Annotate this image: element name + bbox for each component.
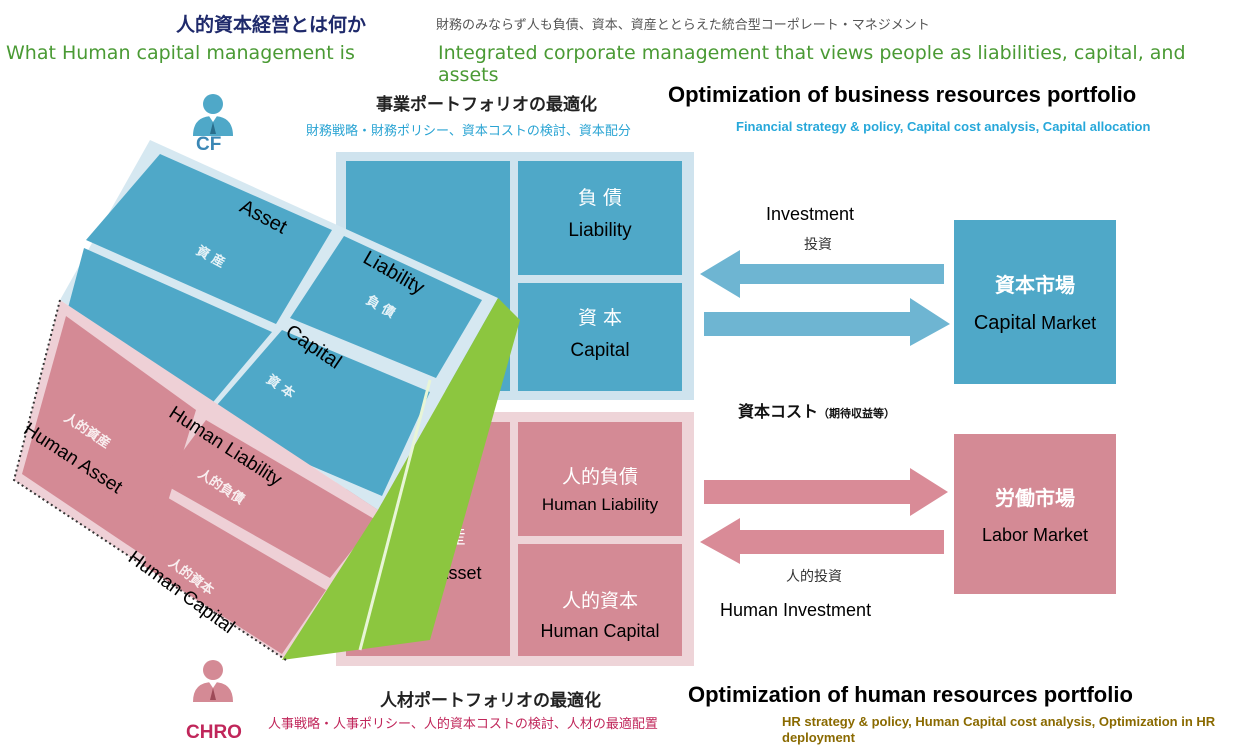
page-title-en: What Human capital management is — [6, 42, 355, 64]
human-flow-arrows — [700, 468, 948, 564]
capital-market-en-a: Capital — [973, 312, 1037, 334]
capital-cost-note: （期待収益等） — [818, 407, 896, 420]
capital-cost-label-jp: 資本コスト — [738, 402, 819, 421]
human-investment-label-en: Human Investment — [720, 600, 872, 620]
human-capital-cell-jp: 人的資本 — [561, 590, 638, 612]
business-heading-en: Optimization of business resources portf… — [668, 82, 1137, 107]
capital-cost-arrow — [704, 298, 950, 346]
cube-liability-face — [290, 236, 482, 378]
capital-market-box: 資本市場 Capital Market — [954, 220, 1116, 384]
human-liability-cell-en: Human Liability — [541, 495, 659, 514]
liability-cell: 負 債 Liability — [518, 161, 682, 275]
human-investment-arrow — [700, 518, 944, 564]
cfo-avatar-icon — [190, 92, 236, 152]
business-heading-jp: 事業ポートフォリオの最適化 — [376, 95, 597, 115]
cube-capital-face — [204, 330, 430, 496]
cube-asset-face — [86, 154, 332, 324]
investment-label-en: Investment — [766, 204, 855, 224]
cube-dotted-edge — [12, 299, 287, 661]
capital-cell-jp: 資 本 — [577, 307, 623, 329]
human-investment-label-jp: 人的投資 — [786, 569, 842, 585]
investment-label-jp: 投資 — [804, 237, 832, 253]
cube-diagram — [12, 140, 520, 661]
hr-heading-jp: 人材ポートフォリオの最適化 — [380, 691, 601, 711]
human-capital-cell: 人的資本 Human Capital — [518, 544, 682, 656]
page-title-jp: 人的資本経営とは何か — [176, 14, 367, 36]
chro-avatar-icon — [190, 658, 236, 702]
cube-right-face — [282, 298, 520, 660]
labor-market-box: 労働市場 Labor Market — [954, 434, 1116, 594]
liability-cell-jp: 負 債 — [577, 187, 623, 209]
labor-market-en: Labor Market — [981, 525, 1089, 545]
business-subheading-en: Financial strategy & policy, Capital cos… — [736, 119, 1151, 134]
hr-subheading-jp: 人事戦略・人事ポリシー、人的資本コストの検討、人材の最適配置 — [268, 717, 658, 732]
investment-arrow — [700, 250, 944, 298]
cube-human-capital-face — [144, 492, 326, 654]
chro-label: CHRO — [186, 722, 242, 743]
hr-heading-en: Optimization of human resources portfoli… — [688, 682, 1133, 707]
page-subtitle-jp: 財務のみならず人も負債、資本、資産ととらえた統合型コーポレート・マネジメント — [436, 18, 930, 33]
liability-cell-en: Liability — [568, 220, 632, 241]
cube-asset-face-lower — [68, 248, 272, 420]
capital-cell: 資 本 Capital — [518, 283, 682, 391]
capital-market-en-b: Market — [1036, 313, 1097, 333]
capital-market-en: Capital Market — [974, 312, 1096, 335]
page-subtitle-en: Integrated corporate management that vie… — [438, 42, 1186, 87]
hr-subheading-en: HR strategy & policy, Human Capital cost… — [782, 714, 1216, 746]
labor-market-jp: 労働市場 — [995, 486, 1075, 510]
capital-market-jp: 資本市場 — [995, 273, 1075, 297]
cube-human-liability-face — [160, 420, 376, 578]
cube-right-divider — [358, 379, 432, 651]
capital-cell-en: Capital — [570, 340, 630, 361]
capital-flow-arrows — [700, 250, 950, 346]
cfo-label: CF — [196, 134, 222, 155]
business-subheading-jp: 財務戦略・財務ポリシー、資本コストの検討、資本配分 — [306, 124, 631, 139]
cube-human-asset-face — [22, 316, 196, 560]
human-liability-cell: 人的負債 Human Liability — [518, 422, 682, 536]
human-cost-arrow — [704, 468, 948, 516]
human-capital-cell-en: Human Capital — [540, 621, 660, 641]
capital-cost-label: 資本コスト（期待収益等） — [738, 398, 895, 422]
human-liability-cell-jp: 人的負債 — [561, 466, 638, 488]
